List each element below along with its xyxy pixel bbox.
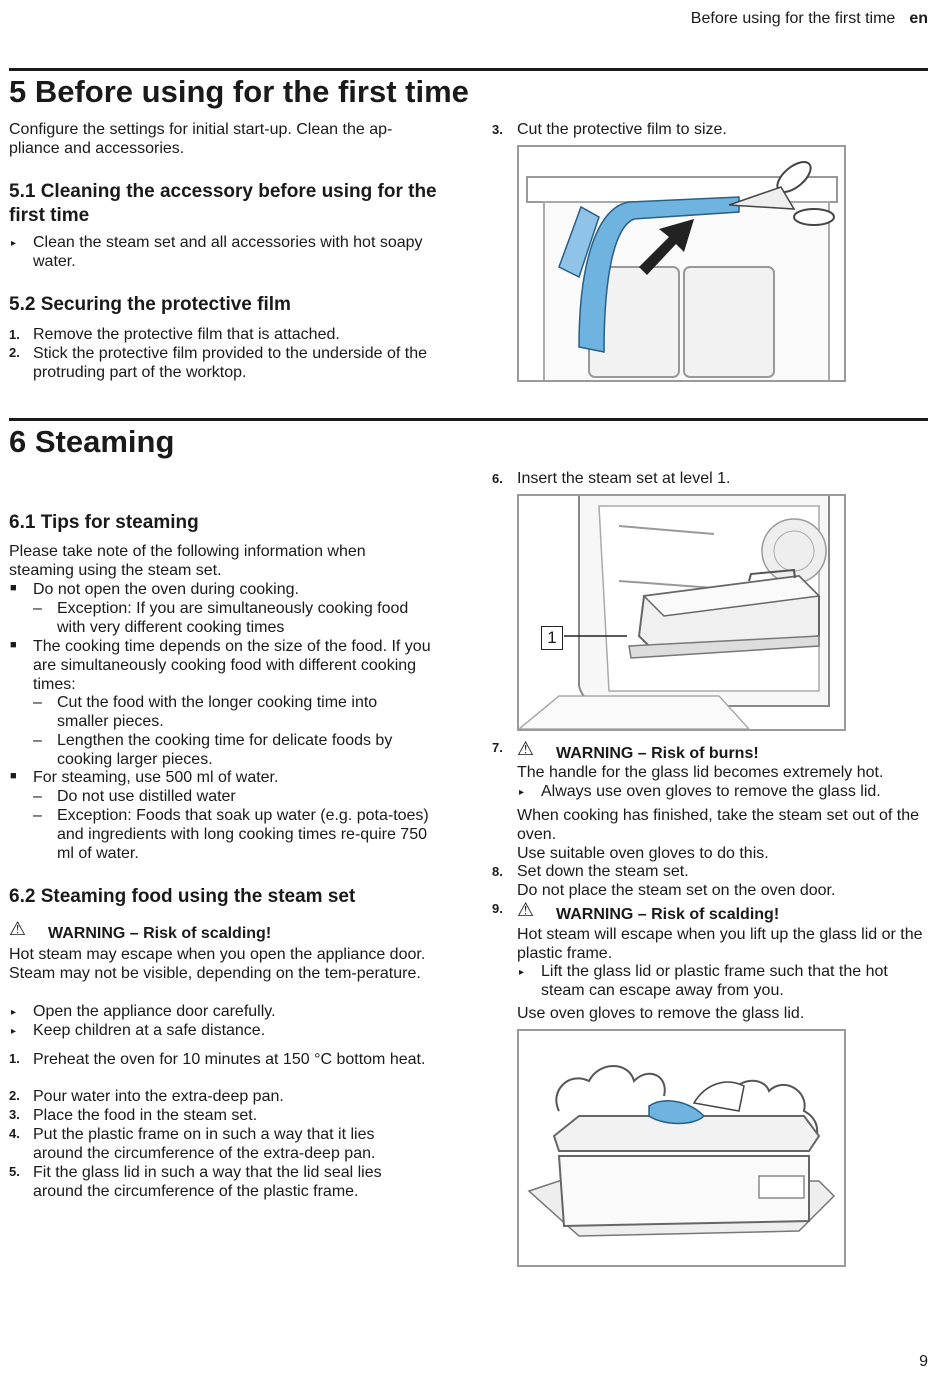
section-5-1-heading: 5.1 Cleaning the accessory before using … bbox=[9, 181, 437, 226]
warning-text: Hot steam may escape when you open the a… bbox=[9, 946, 426, 982]
step-followup: When cooking has finished, take the stea… bbox=[517, 807, 920, 843]
action-arrow-icon: ▸ bbox=[11, 1026, 17, 1037]
warning-action: Lift the glass lid or plastic frame such… bbox=[541, 963, 888, 999]
tips-intro: Please take note of the following inform… bbox=[9, 543, 366, 579]
step-number: 2. bbox=[9, 1088, 20, 1103]
step-text: Do not place the steam set on the oven d… bbox=[517, 882, 836, 899]
language-code: en bbox=[909, 10, 928, 27]
warning-title: WARNING – Risk of burns! bbox=[556, 745, 759, 762]
bullet-square-icon: ■ bbox=[10, 770, 17, 782]
step-number: 5. bbox=[9, 1164, 20, 1179]
warning-title: WARNING – Risk of scalding! bbox=[48, 925, 272, 942]
bullet-square-icon: ■ bbox=[10, 582, 17, 594]
step-text: Put the plastic frame on in such a way t… bbox=[33, 1126, 376, 1162]
warning-title: WARNING – Risk of scalding! bbox=[556, 906, 780, 923]
step-number: 8. bbox=[492, 864, 503, 879]
section-6-rule bbox=[9, 418, 928, 421]
dash-icon: – bbox=[33, 807, 42, 824]
figure-cut-film bbox=[517, 145, 846, 382]
warning-triangle-icon: ⚠ bbox=[517, 739, 535, 760]
tip-sub-bullet: Lengthen the cooking time for delicate f… bbox=[57, 732, 393, 768]
dash-icon: – bbox=[33, 788, 42, 805]
page-number: 9 bbox=[919, 1353, 928, 1370]
tip-sub-bullet: Do not use distilled water bbox=[57, 788, 236, 805]
step-text: Place the food in the steam set. bbox=[33, 1107, 258, 1124]
step-text: Pour water into the extra-deep pan. bbox=[33, 1088, 284, 1105]
dash-icon: – bbox=[33, 732, 42, 749]
step-text: Preheat the oven for 10 minutes at 150 °… bbox=[33, 1051, 426, 1068]
step-number: 2. bbox=[9, 345, 20, 360]
step-followup: Use oven gloves to remove the glass lid. bbox=[517, 1005, 805, 1022]
step-number: 1. bbox=[9, 327, 20, 342]
step-number: 1. bbox=[9, 1051, 20, 1066]
step-number: 3. bbox=[492, 122, 503, 137]
tip-sub-bullet: Exception: If you are simultaneously coo… bbox=[57, 600, 409, 636]
action-arrow-icon: ▸ bbox=[11, 1007, 17, 1018]
tip-sub-bullet: Cut the food with the longer cooking tim… bbox=[57, 694, 378, 730]
section-6-1-heading: 6.1 Tips for steaming bbox=[9, 512, 199, 533]
section-5-1-step: Clean the steam set and all accessories … bbox=[33, 234, 423, 270]
warning-text: Hot steam will escape when you lift up t… bbox=[517, 926, 923, 962]
warning-action: Open the appliance door carefully. bbox=[33, 1003, 276, 1020]
warning-text: The handle for the glass lid becomes ext… bbox=[517, 764, 884, 781]
steam-lid-illustration bbox=[527, 1065, 836, 1237]
step-text: Cut the protective film to size. bbox=[517, 121, 727, 138]
warning-triangle-icon: ⚠ bbox=[517, 900, 535, 921]
figure-insert-steam-set: 1 bbox=[517, 494, 846, 731]
dash-icon: – bbox=[33, 694, 42, 711]
step-text: Remove the protective film that is attac… bbox=[33, 326, 340, 343]
step-text: Set down the steam set. bbox=[517, 863, 689, 880]
cut-film-illustration bbox=[526, 161, 838, 380]
step-text: Insert the steam set at level 1. bbox=[517, 470, 731, 487]
step-text: Stick the protective film provided to th… bbox=[33, 345, 427, 381]
step-number: 6. bbox=[492, 471, 503, 486]
tip-bullet: Do not open the oven during cooking. bbox=[33, 581, 299, 598]
action-arrow-icon: ▸ bbox=[519, 787, 525, 798]
tip-bullet: The cooking time depends on the size of … bbox=[33, 638, 431, 693]
section-5-heading: 5 Before using for the first time bbox=[9, 74, 469, 109]
step-number: 4. bbox=[9, 1126, 20, 1141]
step-followup: Use suitable oven gloves to do this. bbox=[517, 845, 769, 862]
dash-icon: – bbox=[33, 600, 42, 617]
bullet-square-icon: ■ bbox=[10, 639, 17, 651]
oven-illustration bbox=[519, 496, 830, 729]
running-header: Before using for the first time en bbox=[691, 10, 928, 28]
warning-action: Always use oven gloves to remove the gla… bbox=[541, 783, 881, 800]
section-6-2-heading: 6.2 Steaming food using the steam set bbox=[9, 886, 356, 907]
section-5-2-heading: 5.2 Securing the protective film bbox=[9, 294, 291, 315]
tip-sub-bullet: Exception: Foods that soak up water (e.g… bbox=[57, 807, 429, 862]
warning-action: Keep children at a safe distance. bbox=[33, 1022, 266, 1039]
tip-bullet: For steaming, use 500 ml of water. bbox=[33, 769, 279, 786]
step-number: 7. bbox=[492, 740, 503, 755]
section-5-rule bbox=[9, 68, 928, 71]
step-number: 9. bbox=[492, 901, 503, 916]
action-arrow-icon: ▸ bbox=[11, 238, 17, 249]
level-label: 1 bbox=[541, 626, 563, 650]
section-5-intro: Configure the settings for initial start… bbox=[9, 121, 393, 157]
warning-triangle-icon: ⚠ bbox=[9, 919, 27, 940]
action-arrow-icon: ▸ bbox=[519, 967, 525, 978]
running-header-title: Before using for the first time bbox=[690, 10, 896, 27]
step-number: 3. bbox=[9, 1107, 20, 1122]
figure-remove-lid bbox=[517, 1029, 846, 1267]
section-6-heading: 6 Steaming bbox=[9, 424, 175, 459]
step-text: Fit the glass lid in such a way that the… bbox=[33, 1164, 382, 1200]
